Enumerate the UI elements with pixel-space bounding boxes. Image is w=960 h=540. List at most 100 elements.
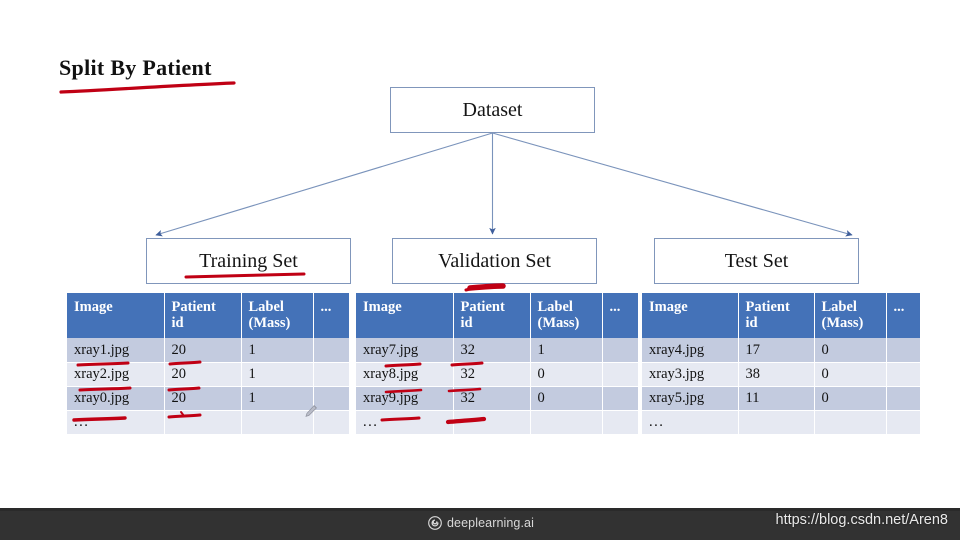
node-validation-set-label: Validation Set	[438, 249, 551, 272]
cell-label: 1	[241, 362, 314, 387]
cell-label: 0	[530, 362, 603, 387]
training-table-body: xray1.jpg 20 1 xray2.jpg 20 1 xray0.jpg …	[67, 338, 349, 435]
node-training-set-label: Training Set	[199, 249, 298, 272]
deeplearning-ai-brand: deeplearning.ai	[428, 516, 534, 530]
cell-empty	[530, 410, 603, 435]
column-header-label-mass-line1: Label	[537, 299, 573, 315]
node-validation-set: Validation Set	[392, 238, 597, 284]
cell-empty	[602, 410, 638, 435]
cell-empty	[313, 410, 349, 435]
column-header-label-mass-line1: Label	[821, 299, 857, 315]
annotation-validation-mark-tail	[464, 285, 480, 292]
cell-patient-id: 17	[738, 338, 815, 363]
cell-empty	[814, 410, 887, 435]
column-header-image: Image	[642, 293, 739, 339]
cell-more	[602, 362, 638, 387]
column-header-patient-id-line1: Patient	[745, 299, 790, 315]
column-header-patient-id-line2: id	[171, 315, 184, 332]
cell-label: 1	[241, 386, 314, 411]
node-training-set: Training Set	[146, 238, 351, 284]
table-row: xray1.jpg 20 1	[67, 338, 349, 363]
table-row-ellipsis: ...	[642, 410, 920, 435]
validation-table-body: xray7.jpg 32 1 xray8.jpg 32 0 xray9.jpg …	[356, 338, 638, 435]
cell-empty	[241, 410, 314, 435]
cell-ellipsis: ...	[642, 410, 739, 435]
column-header-image-label: Image	[649, 299, 688, 315]
column-header-label-mass: Label(Mass)	[814, 293, 887, 339]
node-dataset-label: Dataset	[462, 98, 523, 121]
cell-label: 1	[241, 338, 314, 363]
cell-patient-id: 32	[453, 338, 531, 363]
cell-more	[313, 362, 349, 387]
cell-more	[886, 386, 920, 411]
column-header-label-mass: Label(Mass)	[530, 293, 603, 339]
cell-image: xray2.jpg	[67, 362, 165, 387]
table-row: xray8.jpg 32 0	[356, 362, 638, 387]
column-header-patient-id-line2: id	[745, 315, 758, 332]
cell-more	[886, 338, 920, 363]
cell-patient-id: 38	[738, 362, 815, 387]
column-header-image-label: Image	[363, 299, 402, 315]
cell-label: 0	[814, 386, 887, 411]
column-header-more: ...	[602, 293, 638, 339]
node-dataset: Dataset	[390, 87, 595, 133]
cell-image: xray9.jpg	[356, 386, 454, 411]
table-row: xray3.jpg 38 0	[642, 362, 920, 387]
cell-patient-id: 20	[164, 362, 242, 387]
cell-label: 0	[814, 338, 887, 363]
node-test-set-label: Test Set	[724, 249, 789, 272]
column-header-label-mass-line2: (Mass)	[248, 315, 291, 332]
cell-patient-id: 11	[738, 386, 815, 411]
deeplearning-ai-label: deeplearning.ai	[447, 516, 534, 530]
table-row: xray7.jpg 32 1	[356, 338, 638, 363]
cell-image: xray7.jpg	[356, 338, 454, 363]
cell-image: xray0.jpg	[67, 386, 165, 411]
table-row: xray4.jpg 17 0	[642, 338, 920, 363]
cell-patient-id: 20	[164, 338, 242, 363]
annotation-validation-mark	[467, 283, 506, 291]
column-header-image: Image	[356, 293, 454, 339]
column-header-label-mass-line1: Label	[248, 299, 284, 315]
cell-image: xray8.jpg	[356, 362, 454, 387]
column-header-more-label: ...	[893, 299, 905, 315]
cell-empty	[453, 410, 531, 435]
annotation-title-underline	[59, 81, 236, 94]
column-header-label-mass: Label(Mass)	[241, 293, 314, 339]
page-title: Split By Patient	[59, 55, 212, 80]
column-header-patient-id-line2: id	[460, 315, 473, 332]
cell-patient-id: 32	[453, 362, 531, 387]
cell-more	[886, 362, 920, 387]
column-header-more: ...	[886, 293, 920, 339]
cell-empty	[738, 410, 815, 435]
column-header-label-mass-line2: (Mass)	[821, 315, 864, 332]
cell-label: 0	[814, 362, 887, 387]
cell-patient-id: 20	[164, 386, 242, 411]
pencil-icon	[305, 405, 317, 417]
column-header-image: Image	[67, 293, 165, 339]
cell-ellipsis: ...	[356, 410, 454, 435]
cell-patient-id: 32	[453, 386, 531, 411]
test-table-body: xray4.jpg 17 0 xray3.jpg 38 0 xray5.jpg …	[642, 338, 920, 435]
column-header-more-label: ...	[320, 299, 332, 315]
cell-empty	[886, 410, 920, 435]
column-header-more: ...	[313, 293, 349, 339]
cell-empty	[164, 410, 242, 435]
cell-label: 1	[530, 338, 603, 363]
table-row: xray9.jpg 32 0	[356, 386, 638, 411]
cell-more	[313, 386, 349, 411]
cell-more	[602, 386, 638, 411]
footer-bar	[0, 508, 960, 540]
cell-more	[602, 338, 638, 363]
footer-top-edge	[0, 508, 960, 511]
spiral-logo-icon	[428, 516, 442, 530]
source-watermark: https://blog.csdn.net/Aren8	[775, 512, 949, 528]
